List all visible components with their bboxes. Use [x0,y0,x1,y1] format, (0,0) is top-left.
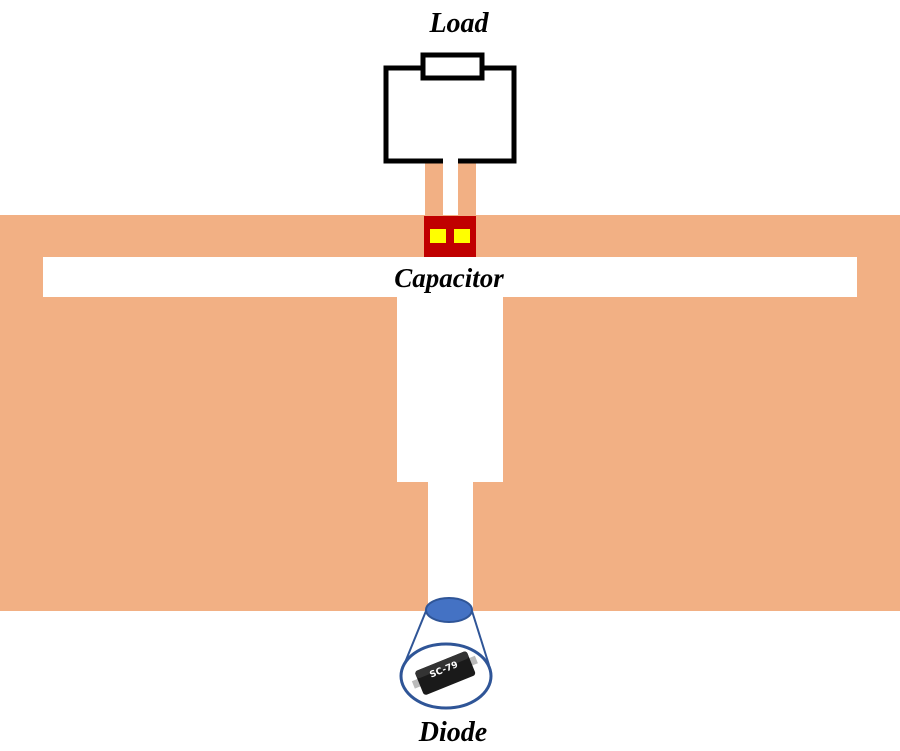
load-label: Load [428,8,489,39]
callout-line-right [471,610,490,666]
horizontal-slot [43,257,857,297]
load-wire [383,65,517,164]
capacitor-label: Capacitor [394,263,504,293]
diode-location-marker [425,597,473,623]
capacitor-pad-left [430,229,446,243]
diode-package: SC-79 [411,651,478,695]
diode-label: Diode [418,717,487,748]
capacitor [424,216,476,257]
load-resistor [420,52,485,81]
wide-vertical-slot [397,296,503,482]
load-circuit [383,52,517,164]
diode-package-body [415,651,476,695]
callout-line-left [403,610,427,666]
capacitor-pad-right [454,229,470,243]
feed-line-right [458,162,476,218]
feed-line-left [425,162,443,218]
narrow-vertical-slot [428,480,473,612]
diode-callout: SC-79 [399,597,493,710]
